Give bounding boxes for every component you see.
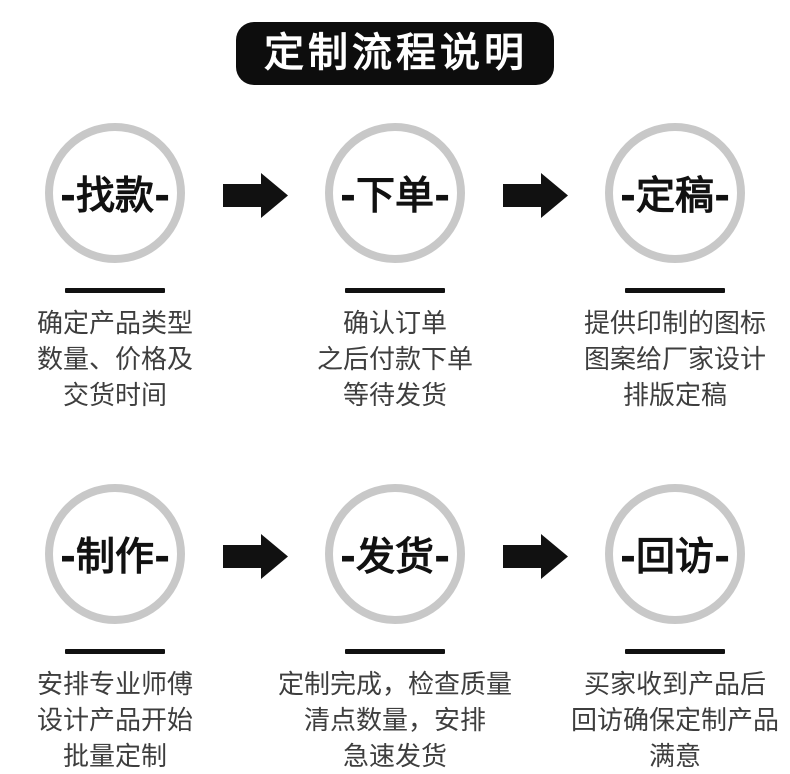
step-description: 提供印制的图标 图案给厂家设计 排版定稿 xyxy=(583,309,766,411)
step-circle: -制作- xyxy=(45,484,185,624)
step-label: -制作- xyxy=(59,535,171,580)
divider xyxy=(345,288,445,293)
divider xyxy=(625,288,725,293)
arrow-right-icon xyxy=(502,534,568,579)
step-circle: -发货- xyxy=(325,484,465,624)
step-description: 安排专业师傅 设计产品开始 批量定制 xyxy=(36,670,193,772)
arrow-right-icon xyxy=(222,173,288,218)
header: 定制流程说明 xyxy=(0,0,790,85)
page-title: 定制流程说明 xyxy=(236,22,554,85)
process-row-1: -找款- 确定产品类型 数量、价格及 交货时间 -下单- 确认订单 之后付款下单… xyxy=(0,123,790,414)
step-circle: -回访- xyxy=(605,484,745,624)
step-circle: -下单- xyxy=(325,123,465,263)
step-description: 定制完成，检查质量 清点数量，安排 急速发货 xyxy=(277,670,512,772)
divider xyxy=(625,649,725,654)
step-shipping: -发货- 定制完成，检查质量 清点数量，安排 急速发货 xyxy=(278,484,512,774)
step-label: -定稿- xyxy=(619,174,731,219)
step-finalize-draft: -定稿- 提供印制的图标 图案给厂家设计 排版定稿 xyxy=(568,123,783,414)
step-label: -下单- xyxy=(339,174,451,219)
divider xyxy=(65,288,165,293)
divider xyxy=(345,649,445,654)
step-label: -找款- xyxy=(59,174,171,219)
step-label: -回访- xyxy=(619,535,731,580)
arrow-right-icon xyxy=(502,173,568,218)
step-circle: -找款- xyxy=(45,123,185,263)
step-circle: -定稿- xyxy=(605,123,745,263)
step-description: 确认订单 之后付款下单 等待发货 xyxy=(316,309,473,411)
step-place-order: -下单- 确认订单 之后付款下单 等待发货 xyxy=(288,123,503,414)
step-production: -制作- 安排专业师傅 设计产品开始 批量定制 xyxy=(8,484,223,774)
step-find-product: -找款- 确定产品类型 数量、价格及 交货时间 xyxy=(8,123,223,414)
step-description: 买家收到产品后 回访确保定制产品 满意 xyxy=(570,670,779,772)
process-row-2: -制作- 安排专业师傅 设计产品开始 批量定制 -发货- 定制完成，检查质量 清… xyxy=(0,484,790,774)
step-label: -发货- xyxy=(339,535,451,580)
step-follow-up: -回访- 买家收到产品后 回访确保定制产品 满意 xyxy=(568,484,783,774)
divider xyxy=(65,649,165,654)
step-description: 确定产品类型 数量、价格及 交货时间 xyxy=(36,309,193,411)
arrow-right-icon xyxy=(222,534,288,579)
